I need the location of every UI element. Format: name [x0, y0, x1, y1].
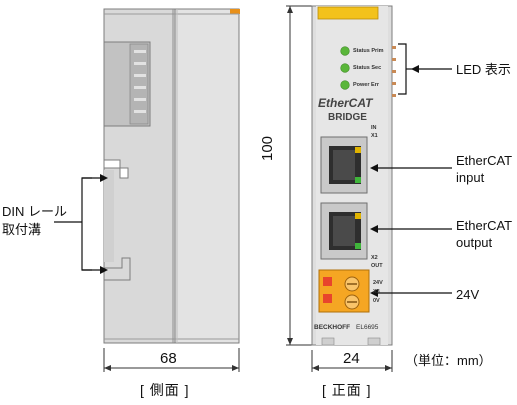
side-width-value: 68 [160, 350, 177, 367]
height-dimension-line [286, 5, 312, 346]
din-rail-bracket [54, 177, 100, 271]
model-label: EL6695 [356, 324, 379, 331]
front-view-housing [311, 5, 396, 346]
ethercat-logo: EtherCAT [318, 96, 373, 110]
terminal-label-24v: 24V [373, 280, 383, 286]
callout-ethercat-output-2: output [456, 235, 493, 250]
side-view-housing [103, 8, 240, 344]
terminal-label-0v: 0V [373, 298, 380, 304]
dim-arrow [232, 365, 239, 371]
arrow-input [370, 164, 378, 172]
port-out-label: OUT [371, 263, 383, 269]
callout-ethercat-output-1: EtherCAT [456, 218, 513, 233]
callout-led: LED 表示 [456, 62, 511, 77]
led-label-status-sec: Status Sec [353, 65, 382, 71]
callout-ethercat-input-1: EtherCAT [456, 153, 513, 168]
front-view-caption: [ 正面 ] [322, 382, 372, 398]
din-rail-label-line2: 取付溝 [2, 222, 42, 237]
arrow-led [411, 65, 419, 73]
dim-arrow [385, 365, 392, 371]
unit-note: （単位：mm） [405, 353, 492, 368]
dim-arrow [104, 365, 111, 371]
din-rail-label-line1: DIN レール [2, 204, 68, 219]
led-label-status-prim: Status Prim [353, 48, 384, 54]
height-value: 100 [259, 135, 277, 162]
din-arrow-top [100, 174, 108, 182]
brand-label: BECKHOFF [314, 324, 351, 331]
port-in-label: IN [371, 125, 377, 131]
side-view-caption: [ 側面 ] [140, 382, 190, 398]
port-x1-label: X1 [371, 133, 378, 139]
led-label-power-err: Power Err [353, 82, 379, 88]
callout-24v: 24V [456, 287, 480, 302]
din-arrow-bottom [100, 266, 108, 274]
arrow-power [370, 289, 378, 297]
arrow-output [370, 225, 378, 233]
dim-arrow [287, 338, 293, 345]
front-width-value: 24 [343, 350, 360, 367]
dim-arrow [287, 6, 293, 13]
dim-arrow [312, 365, 319, 371]
callout-ethercat-input-2: input [456, 170, 485, 185]
port-x2-label: X2 [371, 255, 378, 261]
front-dimension-line [311, 350, 393, 372]
bridge-label: BRIDGE [328, 112, 367, 123]
terminal-label-x3: X3 [373, 289, 380, 295]
